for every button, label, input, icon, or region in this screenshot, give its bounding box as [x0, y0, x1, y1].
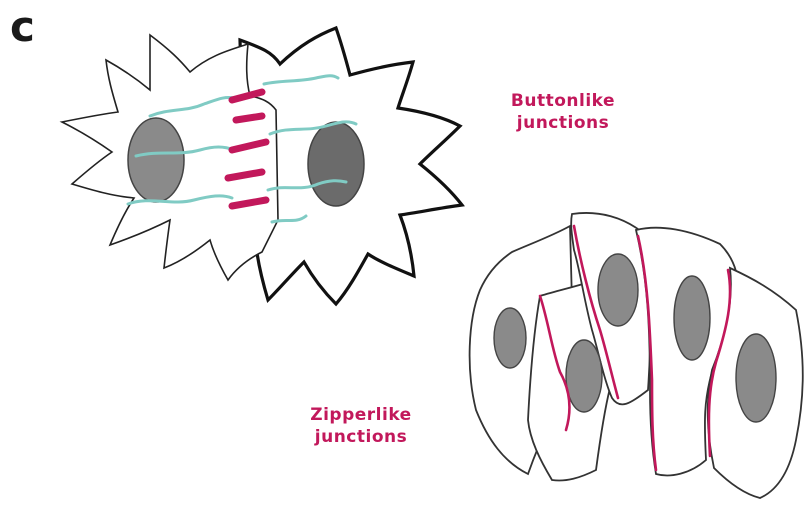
label-line: junctions — [478, 112, 648, 134]
label-line: Buttonlike — [478, 90, 648, 112]
nucleus — [736, 334, 776, 422]
nucleus — [494, 308, 526, 368]
nucleus-left — [128, 118, 184, 202]
nucleus — [674, 276, 710, 360]
nucleus — [598, 254, 638, 326]
nucleus-right — [308, 122, 364, 206]
zipperlike-junctions-label: Zipperlike junctions — [286, 404, 436, 448]
label-line: Zipperlike — [286, 404, 436, 426]
buttonlike-junctions-label: Buttonlike junctions — [478, 90, 648, 134]
buttonlike-cell-pair — [62, 28, 462, 304]
button-junction — [236, 116, 262, 120]
label-line: junctions — [286, 426, 436, 448]
zipperlike-cell-sheet — [470, 213, 803, 498]
nucleus — [566, 340, 602, 412]
panel-letter: c — [10, 6, 35, 48]
